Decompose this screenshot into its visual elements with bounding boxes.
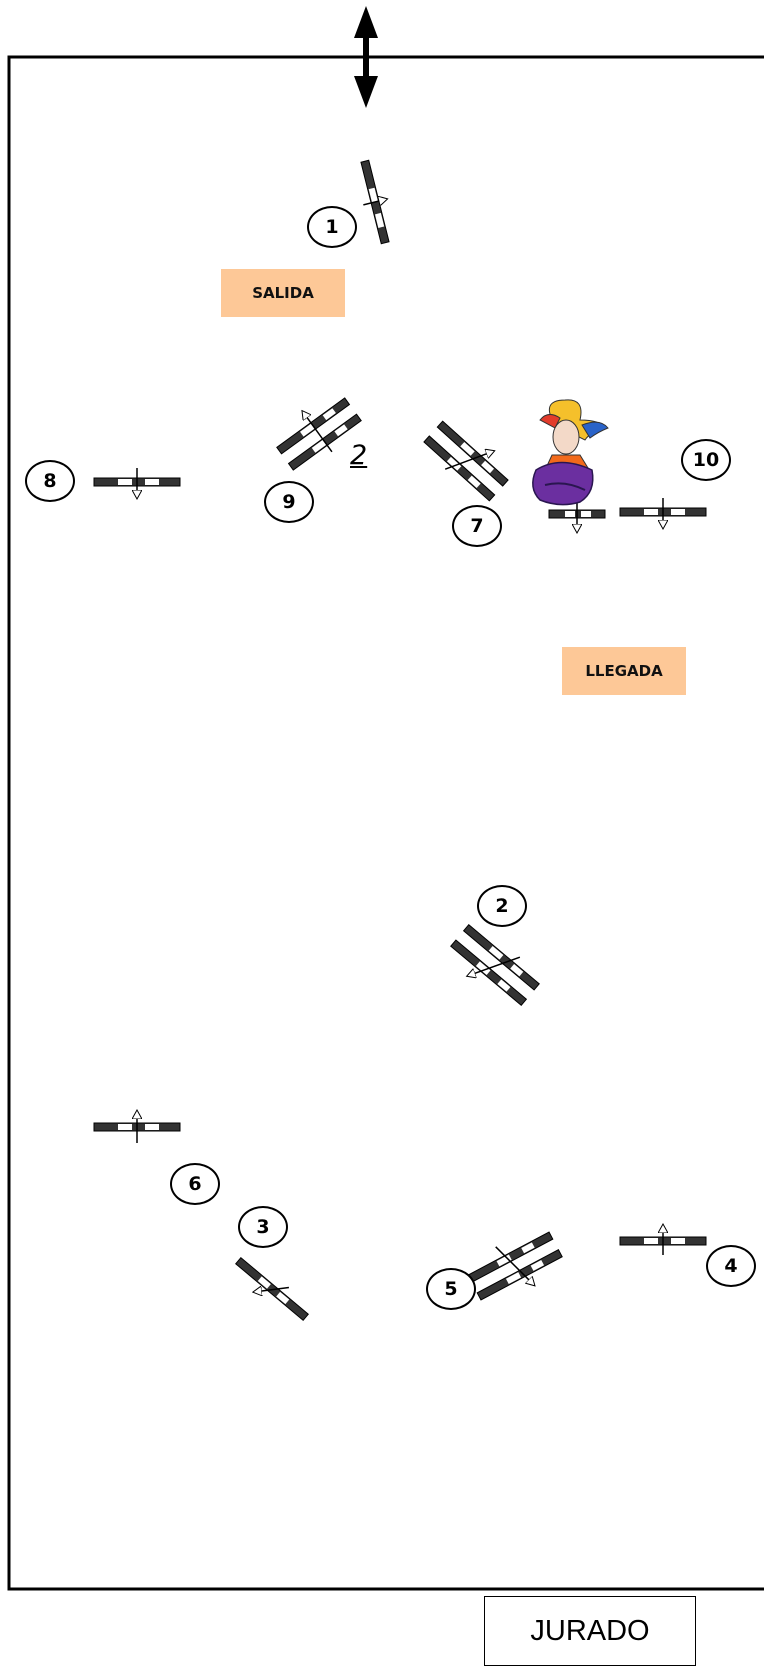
start-label: SALIDA: [221, 269, 345, 317]
obstacle-4: [619, 1225, 707, 1255]
marker-7: 7: [452, 505, 502, 547]
obstacle-2: [450, 924, 540, 1006]
marker-3: 3: [238, 1206, 288, 1248]
jester-icon: [532, 399, 609, 506]
italic-mark: 2: [350, 440, 368, 471]
obstacle-small: [548, 502, 606, 532]
marker-2: 2: [477, 885, 527, 927]
marker-4: 4: [706, 1245, 756, 1287]
marker-10: 10: [681, 439, 731, 481]
obstacle-1: [360, 159, 390, 245]
marker-9: 9: [264, 481, 314, 523]
obstacle-9: [276, 397, 362, 471]
obstacle-7: [423, 420, 509, 502]
obstacle-10: [619, 498, 707, 528]
double-arrow-icon: [354, 6, 378, 108]
obstacle-6: [93, 1111, 181, 1143]
marker-8: 8: [25, 460, 75, 502]
jury-box: JURADO: [484, 1596, 696, 1666]
arena-border: [7, 55, 764, 1591]
marker-5: 5: [426, 1268, 476, 1310]
obstacle-8: [93, 468, 181, 498]
finish-label: LLEGADA: [562, 647, 686, 695]
marker-1: 1: [307, 206, 357, 248]
obstacle-5: [467, 1231, 563, 1301]
marker-6: 6: [170, 1163, 220, 1205]
obstacle-3: [235, 1256, 309, 1322]
